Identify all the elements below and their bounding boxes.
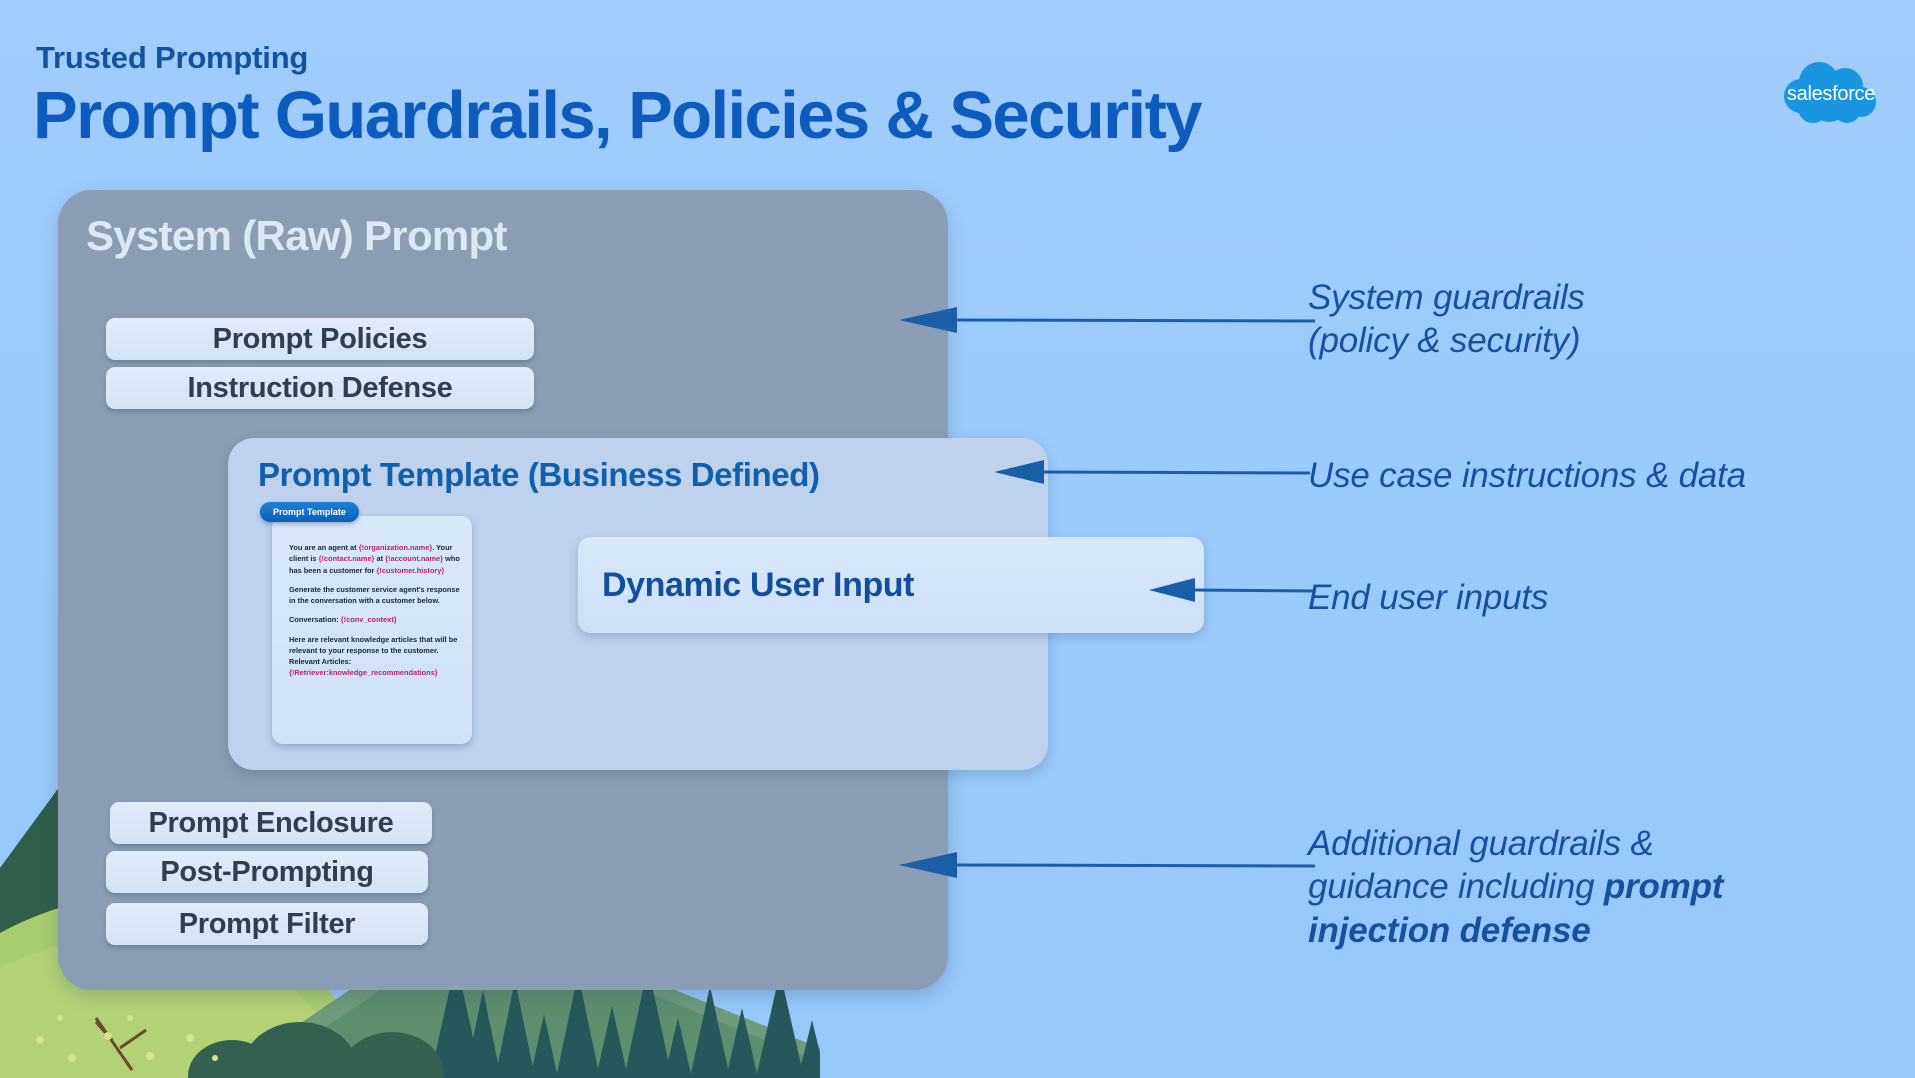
annotation-system-guardrails: System guardrails (policy & security) bbox=[1308, 276, 1585, 363]
arrow-system-guardrails bbox=[899, 307, 1315, 333]
pill-prompt-enclosure[interactable]: Prompt Enclosure bbox=[110, 802, 432, 844]
annotation-bold: prompt bbox=[1603, 867, 1724, 907]
arrow-use-case bbox=[994, 460, 1310, 484]
pill-label: Prompt Filter bbox=[178, 907, 356, 940]
dynamic-user-input-label: Dynamic User Input bbox=[602, 565, 915, 604]
pill-label: Post-Prompting bbox=[160, 855, 374, 888]
annotation-line: Use case instructions & data bbox=[1308, 456, 1746, 495]
prompt-template-badge: Prompt Template bbox=[260, 502, 359, 522]
annotation-bold: injection defense bbox=[1308, 910, 1591, 950]
annotation-line: System guardrails bbox=[1308, 278, 1585, 317]
annotation-use-case-instructions: Use case instructions & data bbox=[1308, 454, 1746, 497]
arrow-end-user-input bbox=[1149, 578, 1313, 602]
dynamic-user-input-box[interactable]: Dynamic User Input bbox=[578, 537, 1204, 633]
annotation-text: guidance including bbox=[1308, 867, 1604, 907]
annotation-line: guidance including prompt bbox=[1308, 865, 1868, 908]
annotation-end-user-inputs: End user inputs bbox=[1308, 576, 1548, 619]
template-panel-title: Prompt Template (Business Defined) bbox=[258, 456, 820, 493]
salesforce-wordmark: salesforce bbox=[1786, 83, 1876, 105]
prompt-paragraph-2: Generate the customer service agent's re… bbox=[289, 584, 460, 605]
pill-label: Instruction Defense bbox=[187, 371, 453, 404]
pill-instruction-defense[interactable]: Instruction Defense bbox=[106, 367, 534, 409]
eyebrow-label: Trusted Prompting bbox=[36, 40, 309, 75]
annotation-line: Additional guardrails & bbox=[1308, 824, 1654, 863]
prompt-template-text: You are an agent at {!organization.name}… bbox=[289, 542, 463, 687]
arrow-additional-guardrails bbox=[899, 852, 1315, 878]
annotation-additional-guardrails: Additional guardrails & guidance includi… bbox=[1308, 822, 1868, 952]
pill-label: Prompt Enclosure bbox=[148, 806, 394, 839]
annotation-line: injection defense bbox=[1308, 909, 1868, 952]
pill-label: Prompt Policies bbox=[212, 322, 428, 355]
annotation-line: End user inputs bbox=[1308, 578, 1549, 617]
prompt-paragraph-3: Conversation: {!conv_context} bbox=[289, 615, 397, 625]
pill-prompt-policies[interactable]: Prompt Policies bbox=[106, 318, 534, 360]
pill-prompt-filter[interactable]: Prompt Filter bbox=[106, 903, 428, 945]
prompt-paragraph-4: Here are relevant knowledge articles tha… bbox=[289, 634, 458, 678]
system-panel-title: System (Raw) Prompt bbox=[86, 212, 507, 259]
page-title: Prompt Guardrails, Policies & Security bbox=[33, 78, 1203, 153]
prompt-template-card[interactable]: Prompt Template You are an agent at {!or… bbox=[260, 502, 472, 744]
prompt-paragraph-1: You are an agent at {!organization.name}… bbox=[289, 543, 460, 575]
salesforce-cloud-logo: salesforce bbox=[1777, 56, 1885, 128]
cloud-icon bbox=[1784, 62, 1876, 123]
annotation-line: (policy & security) bbox=[1308, 321, 1581, 361]
pill-post-prompting[interactable]: Post-Prompting bbox=[106, 851, 428, 893]
